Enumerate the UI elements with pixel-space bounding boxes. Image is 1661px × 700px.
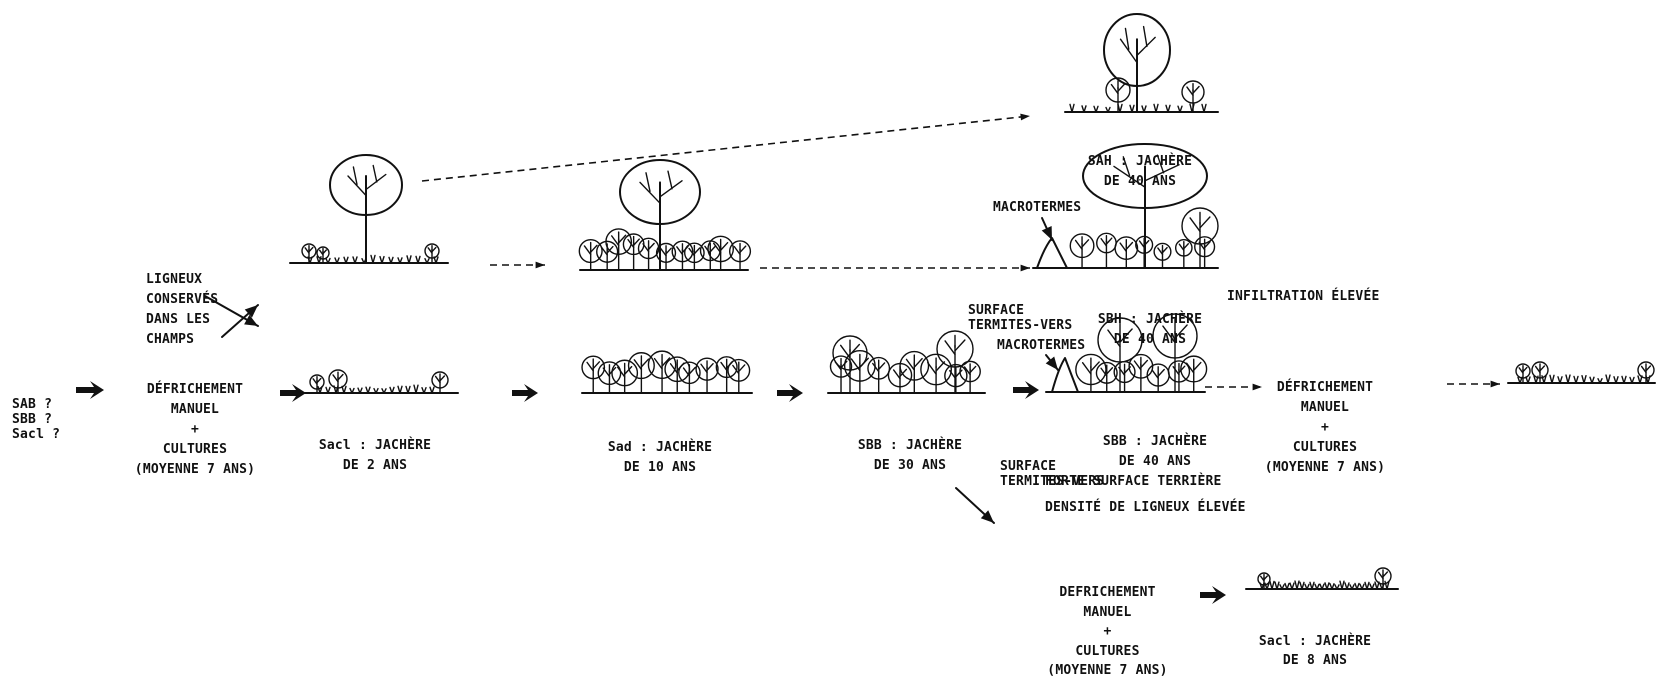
small-tree (597, 361, 622, 394)
small-tree (316, 246, 330, 264)
dashed-arrow (421, 113, 1031, 182)
small-tree (1515, 363, 1531, 384)
dashed-arrow (1447, 380, 1500, 388)
small-tree (832, 335, 868, 394)
small-tree (1194, 236, 1216, 269)
small-tree (959, 360, 981, 394)
grass-tufts (1069, 103, 1207, 113)
pointer-arrow (221, 304, 259, 338)
small-tree (1374, 567, 1392, 590)
small-tree (1096, 232, 1117, 269)
infiltration-label: INFILTRATION ÉLEVÉE (1227, 289, 1380, 304)
small-tree (328, 369, 348, 394)
small-tree (1097, 317, 1143, 393)
small-tree (1075, 353, 1107, 393)
small-tree (611, 359, 639, 394)
small-tree (1153, 242, 1172, 269)
large-tree (329, 154, 403, 264)
pointer-arrow (1045, 354, 1059, 371)
small-tree (1069, 233, 1095, 269)
flow-arrow (777, 384, 803, 402)
termite-mound (1051, 357, 1079, 393)
small-tree (424, 243, 440, 264)
small-tree (1180, 355, 1208, 393)
small-tree (622, 233, 645, 271)
termite-mound (1036, 237, 1068, 269)
flow-arrow (1200, 586, 1226, 604)
grass-tufts (317, 384, 435, 394)
macrotermes-upper-label: MACROTERMES (993, 200, 1082, 215)
small-tree (695, 357, 719, 394)
grass-tufts (1259, 580, 1390, 590)
flow-arrow (76, 381, 104, 399)
small-tree (829, 355, 853, 394)
woody-density-label: DENSITÉ DE LIGNEUX ÉLEVÉE (1045, 500, 1246, 515)
origin-label: SAB ?SBB ?Sacl ? (12, 397, 61, 442)
small-tree (1128, 353, 1154, 393)
large-tree (1082, 143, 1208, 269)
small-tree (1531, 361, 1549, 384)
pointer-arrow (955, 487, 995, 524)
grass-tufts (1517, 374, 1651, 384)
small-tree (1174, 239, 1193, 269)
small-tree (715, 356, 738, 394)
pointer-arrow (204, 295, 259, 327)
small-tree (899, 350, 930, 394)
small-tree (431, 371, 449, 394)
small-tree (1637, 361, 1655, 384)
flow-arrow (280, 384, 306, 402)
small-tree (637, 237, 660, 271)
small-tree (647, 350, 677, 394)
small-tree (867, 356, 891, 394)
small-tree (1181, 80, 1205, 113)
macrotermes-lower-label: MACROTERMES (997, 338, 1086, 353)
small-tree (1152, 313, 1198, 393)
small-tree (655, 242, 677, 271)
connectors (76, 113, 1500, 604)
succession-diagram (76, 13, 1656, 604)
small-tree (684, 242, 705, 271)
small-tree (1181, 207, 1219, 269)
small-tree (1095, 361, 1118, 393)
flow-arrow (512, 384, 538, 402)
small-tree (605, 228, 633, 271)
dashed-arrow (490, 261, 545, 269)
pointer-arrow (1041, 217, 1053, 241)
dashed-arrow (1205, 383, 1262, 391)
large-tree (619, 159, 701, 271)
small-tree (1105, 77, 1131, 113)
small-tree (309, 374, 325, 394)
small-tree (678, 361, 701, 394)
small-tree (727, 358, 751, 394)
small-tree (920, 353, 953, 394)
small-tree (578, 239, 603, 271)
small-tree (1257, 572, 1271, 590)
large-tree (1103, 13, 1171, 113)
basal-area-label: FORTE SURFACE TERRIÈRE (1045, 474, 1222, 489)
dashed-arrow (760, 264, 1030, 272)
small-tree (1114, 236, 1139, 269)
flow-arrow (1013, 381, 1039, 399)
vegetation-sketches (301, 13, 1655, 590)
small-tree (936, 330, 974, 394)
small-tree (707, 235, 734, 271)
small-tree (581, 355, 606, 394)
small-tree (728, 240, 752, 271)
small-tree (301, 243, 317, 264)
small-tree (627, 352, 655, 394)
small-tree (1167, 360, 1191, 393)
